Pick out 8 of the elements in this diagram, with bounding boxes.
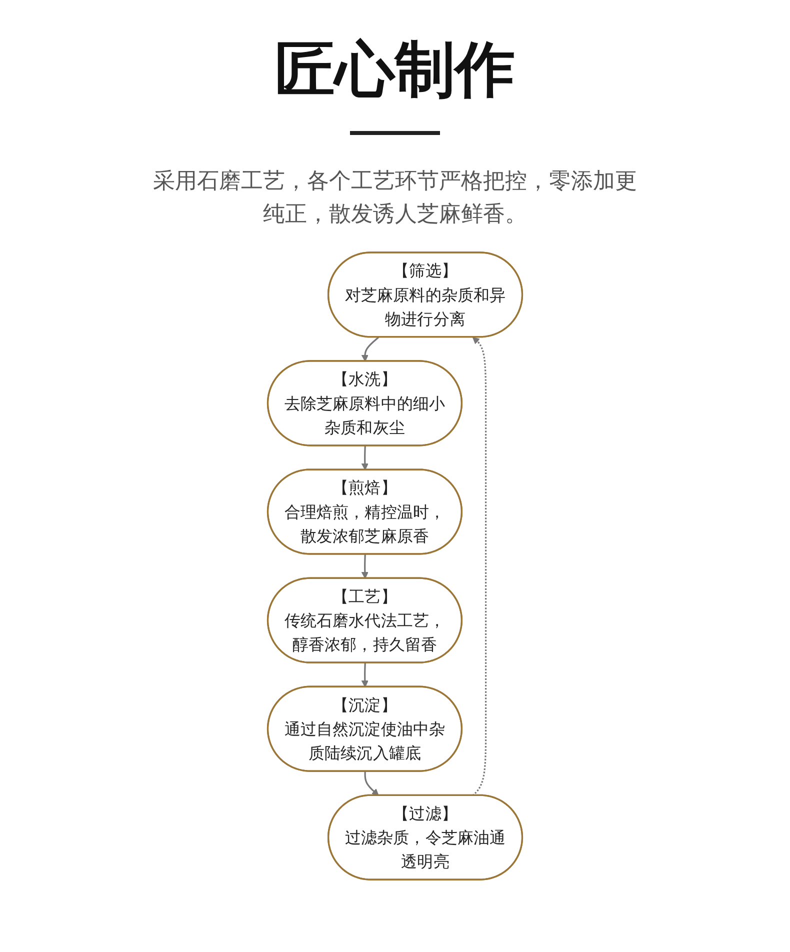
arrow: [472, 336, 487, 796]
subtitle-text: 采用石磨工艺，各个工艺环节严格把控，零添加更纯正，散发诱人芝麻鲜香。: [152, 168, 638, 229]
arrow: [361, 336, 380, 362]
arrow: [361, 554, 368, 579]
arrow: [361, 662, 368, 688]
title: 匠心制作: [274, 34, 516, 107]
arrow: [361, 446, 368, 470]
arrow: [364, 771, 379, 796]
